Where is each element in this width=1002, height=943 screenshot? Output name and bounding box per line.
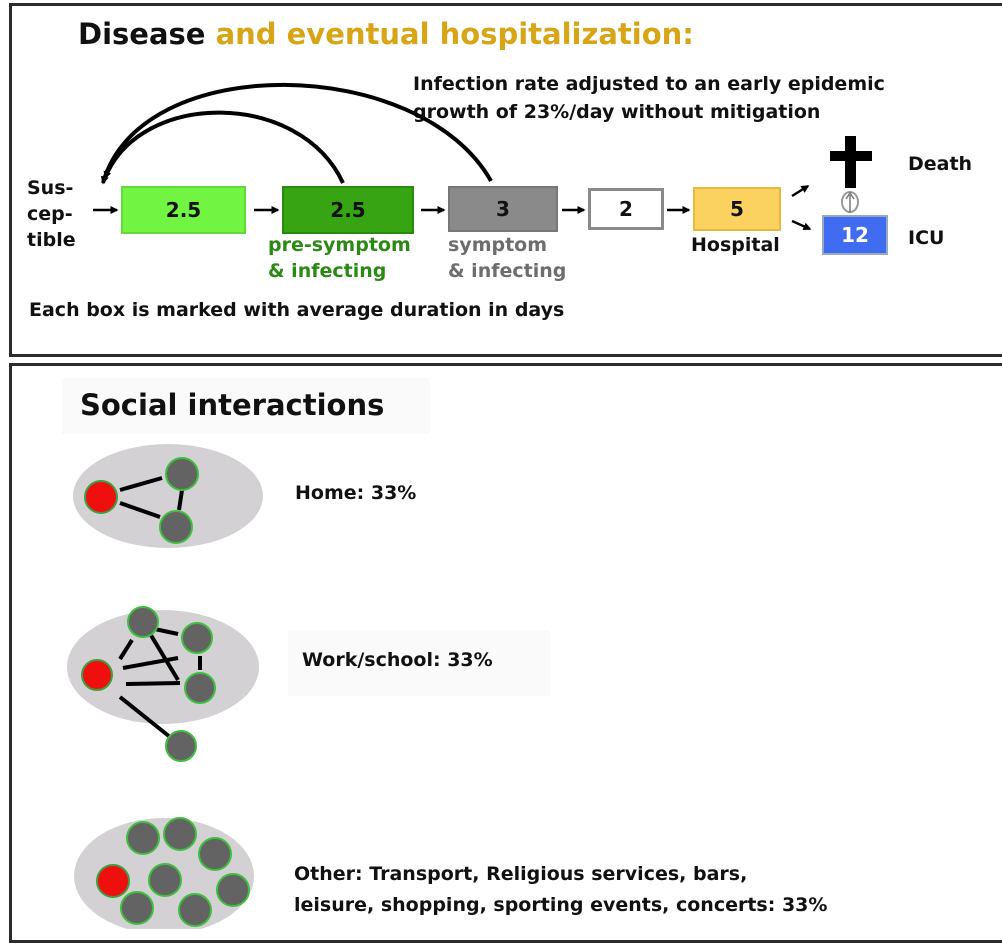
symptom-label-line1: symptom: [448, 234, 548, 256]
stage-box-exposed: 2.5: [121, 186, 246, 234]
stage-box-symptom: 3: [448, 186, 558, 232]
stage-box-icu-value: 12: [841, 223, 869, 247]
stage-box-symptom-value: 3: [496, 197, 510, 221]
susceptible-label-line2: cep-: [27, 203, 73, 225]
infection-rate-note-line2: growth of 23%/day without mitigation: [413, 101, 821, 123]
presymptom-label-line2: & infecting: [268, 260, 387, 282]
symptom-label-line2: & infecting: [448, 260, 567, 282]
infection-rate-note-line1: Infection rate adjusted to an early epid…: [413, 73, 885, 95]
duration-footnote: Each box is marked with average duration…: [29, 299, 565, 321]
disease-title-part1: Disease: [78, 17, 206, 51]
susceptible-label-line3: tible: [27, 229, 76, 251]
title-highlight: [62, 378, 430, 434]
presymptom-label-line1: pre-symptom: [268, 234, 411, 256]
disease-title-part2: and eventual hospitalization:: [215, 17, 694, 51]
other-label-line1: Other: Transport, Religious services, ba…: [294, 863, 748, 885]
stage-box-hospital-value: 5: [730, 197, 744, 221]
susceptible-label-line1: Sus-: [27, 177, 74, 199]
other-label-line2: leisure, shopping, sporting events, conc…: [294, 894, 828, 916]
stage-box-hospital: 5: [693, 187, 781, 231]
social-title: Social interactions: [80, 388, 385, 422]
work-school-label: Work/school: 33%: [302, 649, 493, 671]
hospital-label: Hospital: [691, 234, 780, 256]
icu-label: ICU: [908, 227, 945, 249]
stage-box-exposed-value: 2.5: [165, 198, 202, 222]
work-label-highlight: [288, 630, 550, 696]
home-label: Home: 33%: [295, 482, 417, 504]
stage-box-presymptom-value: 2.5: [330, 198, 366, 222]
stage-box-presymptom: 2.5: [282, 186, 414, 234]
stage-box-recovering-value: 2: [619, 197, 633, 221]
death-label: Death: [908, 153, 973, 175]
disease-title: Disease and eventual hospitalization:: [78, 17, 694, 51]
stage-box-icu: 12: [822, 215, 888, 255]
stage-box-recovering: 2: [588, 188, 664, 230]
